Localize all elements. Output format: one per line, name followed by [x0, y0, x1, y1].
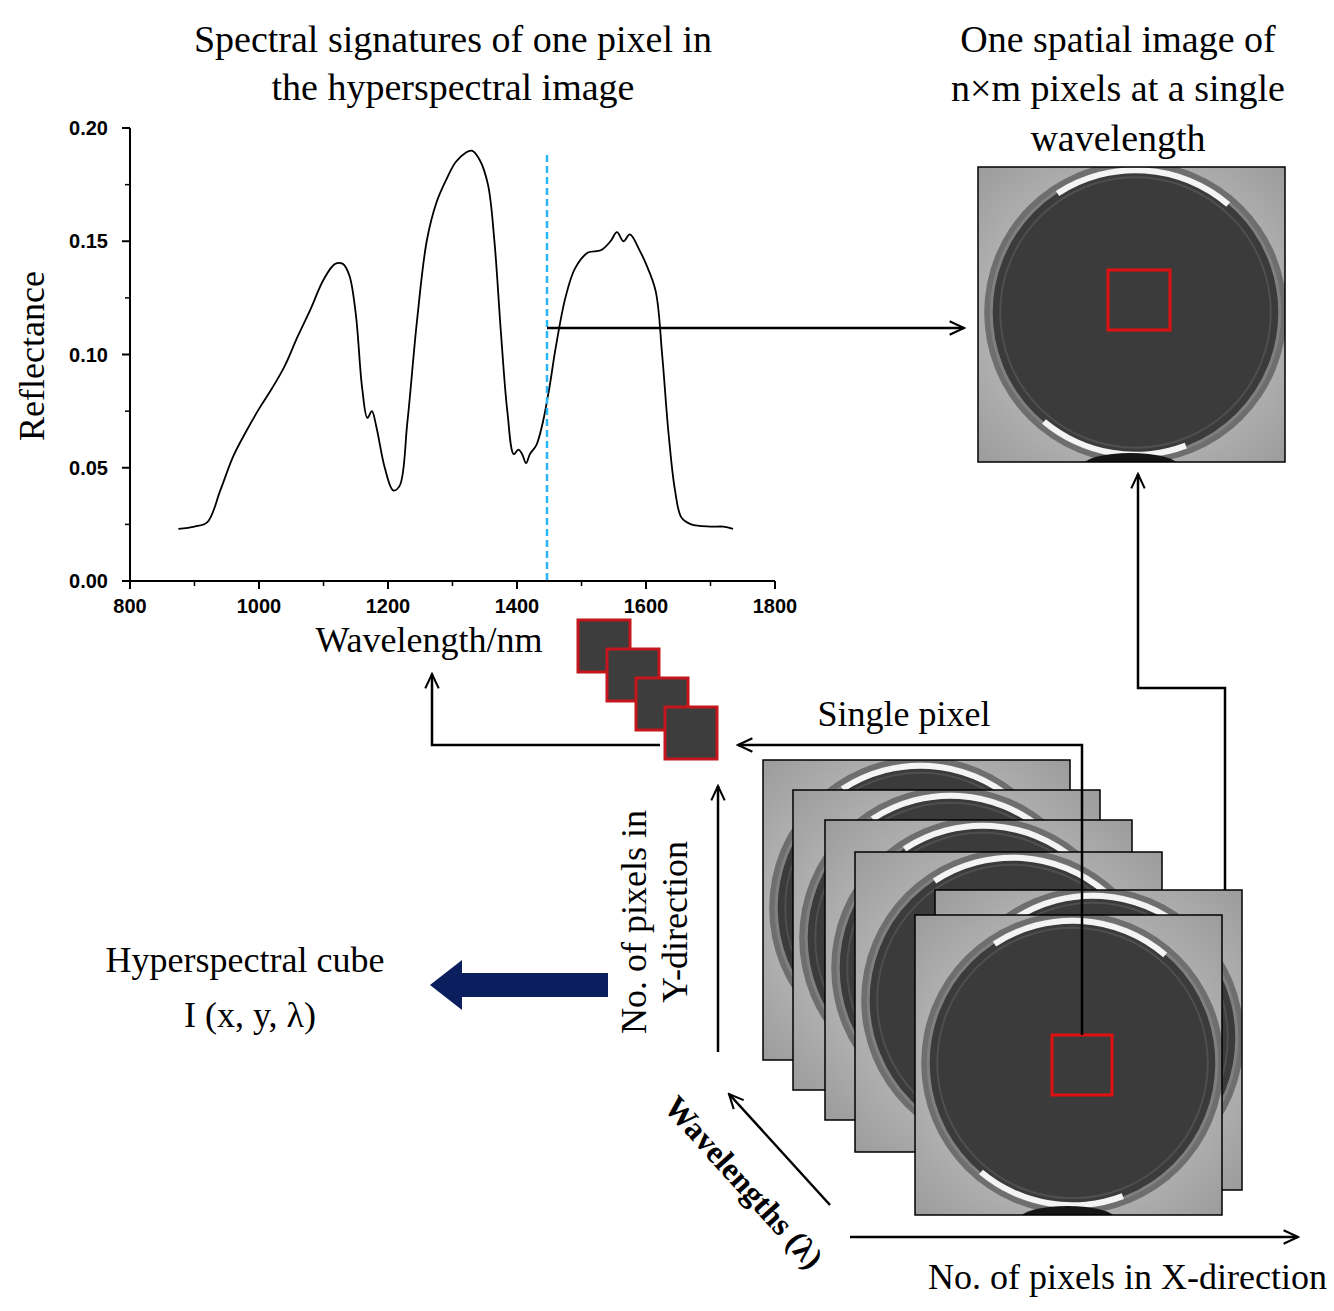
dish-rim	[937, 928, 1208, 1199]
cube-label: Hyperspectral cube	[106, 938, 385, 983]
axis-label: No. of pixels in Y-direction	[614, 792, 697, 1052]
plate-frame	[915, 915, 1222, 1215]
x-tick	[258, 581, 260, 589]
dish-foot	[1083, 453, 1179, 462]
spectrum-curve	[178, 151, 733, 529]
tick-label: 800	[113, 594, 146, 619]
tick-label: 1800	[753, 594, 798, 619]
plate-frame	[978, 167, 1285, 462]
spectrum-chart	[122, 128, 775, 589]
x-minor-tick	[581, 581, 583, 586]
tick-label: 0.05	[69, 455, 108, 480]
arrow	[738, 745, 1082, 1035]
x-tick	[516, 581, 518, 589]
y-tick	[122, 127, 130, 129]
dish-highlight	[993, 918, 1167, 958]
dish	[991, 168, 1280, 457]
arrow	[1138, 474, 1225, 890]
y-tick	[122, 467, 130, 469]
block-arrow	[430, 960, 608, 1010]
y-minor-tick	[125, 410, 130, 412]
dish-rim	[1000, 177, 1271, 448]
x-minor-tick	[323, 581, 325, 586]
tick-label: 1600	[624, 594, 669, 619]
dish-highlight	[1056, 167, 1230, 207]
axis-title: Wavelength/nm	[315, 618, 542, 663]
heading: Spectral signatures of one pixel in the …	[171, 16, 736, 111]
image-plate	[915, 912, 1224, 1232]
plate-content	[915, 915, 1222, 1215]
tick-label: 0.15	[69, 229, 108, 254]
cube-formula: I (x, y, λ)	[184, 993, 316, 1038]
x-tick	[774, 581, 776, 589]
y-minor-tick	[125, 184, 130, 186]
y-minor-tick	[125, 524, 130, 526]
x-minor-tick	[710, 581, 712, 586]
axis-title: Reflectance	[10, 271, 55, 441]
dish-highlight	[1042, 419, 1187, 458]
arrow	[717, 786, 720, 1052]
wavelength-marker	[546, 155, 549, 580]
pixel-marker	[1052, 1035, 1112, 1095]
heading: One spatial image of n×m pixels at a sin…	[928, 15, 1308, 163]
x-minor-tick	[194, 581, 196, 586]
pixel-marker	[1108, 270, 1170, 330]
dish-foot	[1020, 1206, 1116, 1215]
axis-label: Wavelengths (λ)	[656, 1087, 832, 1277]
arrow	[432, 674, 660, 745]
dish	[928, 919, 1217, 1208]
tick-label: 0.20	[69, 116, 108, 141]
tick-label: 1000	[237, 594, 282, 619]
x-tick	[129, 581, 131, 589]
tick-label: 0.10	[69, 342, 108, 367]
y-tick	[122, 240, 130, 242]
arrow	[547, 327, 964, 330]
annotation: Single pixel	[818, 692, 991, 737]
x-tick	[387, 581, 389, 589]
image-plate	[978, 161, 1287, 479]
x-tick	[645, 581, 647, 589]
dish-shadow	[921, 915, 1222, 1214]
dish-shadow	[984, 167, 1285, 462]
dish-highlight	[979, 1170, 1124, 1209]
pixel-square	[665, 707, 717, 759]
axis-label: No. of pixels in X-direction	[928, 1255, 1327, 1300]
tick-label: 0.00	[69, 569, 108, 594]
tick-label: 1200	[366, 594, 411, 619]
tick-label: 1400	[495, 594, 540, 619]
plate-content	[978, 167, 1285, 462]
y-minor-tick	[125, 297, 130, 299]
arrow	[850, 1236, 1298, 1239]
y-tick	[122, 580, 130, 582]
y-tick	[122, 354, 130, 356]
x-minor-tick	[452, 581, 454, 586]
